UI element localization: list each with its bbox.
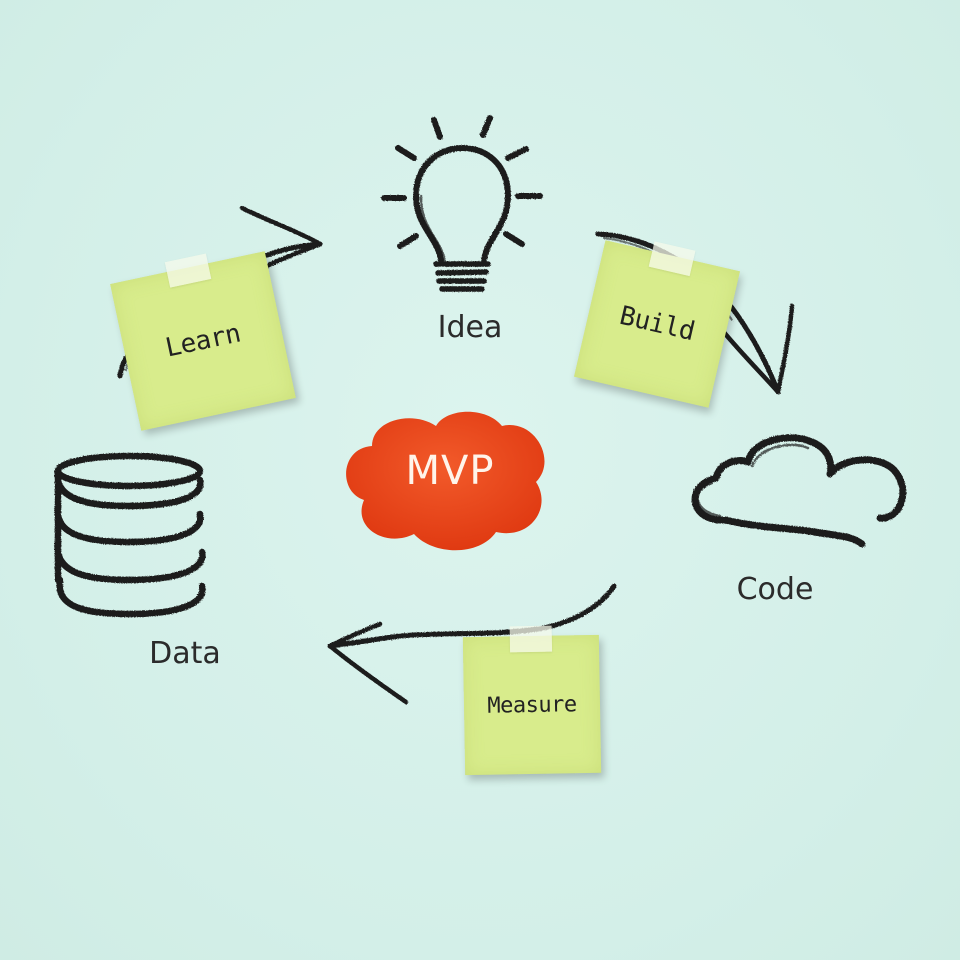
code-label: Code: [736, 572, 814, 607]
tape-strip: [509, 625, 553, 653]
note-label-build: Build: [616, 300, 698, 348]
note-label-learn: Learn: [162, 318, 244, 364]
arrow-code-to-data: [327, 583, 617, 705]
idea-label: Idea: [437, 310, 503, 345]
database-icon: [54, 452, 206, 618]
note-label-measure: Measure: [487, 691, 577, 719]
mvp-label: MVP: [405, 448, 495, 494]
cloud-icon: [691, 434, 907, 548]
data-label: Data: [149, 636, 221, 671]
sticky-note-learn: Learn: [110, 251, 296, 431]
mvp-cloud: [346, 411, 545, 551]
lightbulb-icon: [381, 115, 543, 292]
sticky-note-measure: Measure: [462, 625, 602, 776]
